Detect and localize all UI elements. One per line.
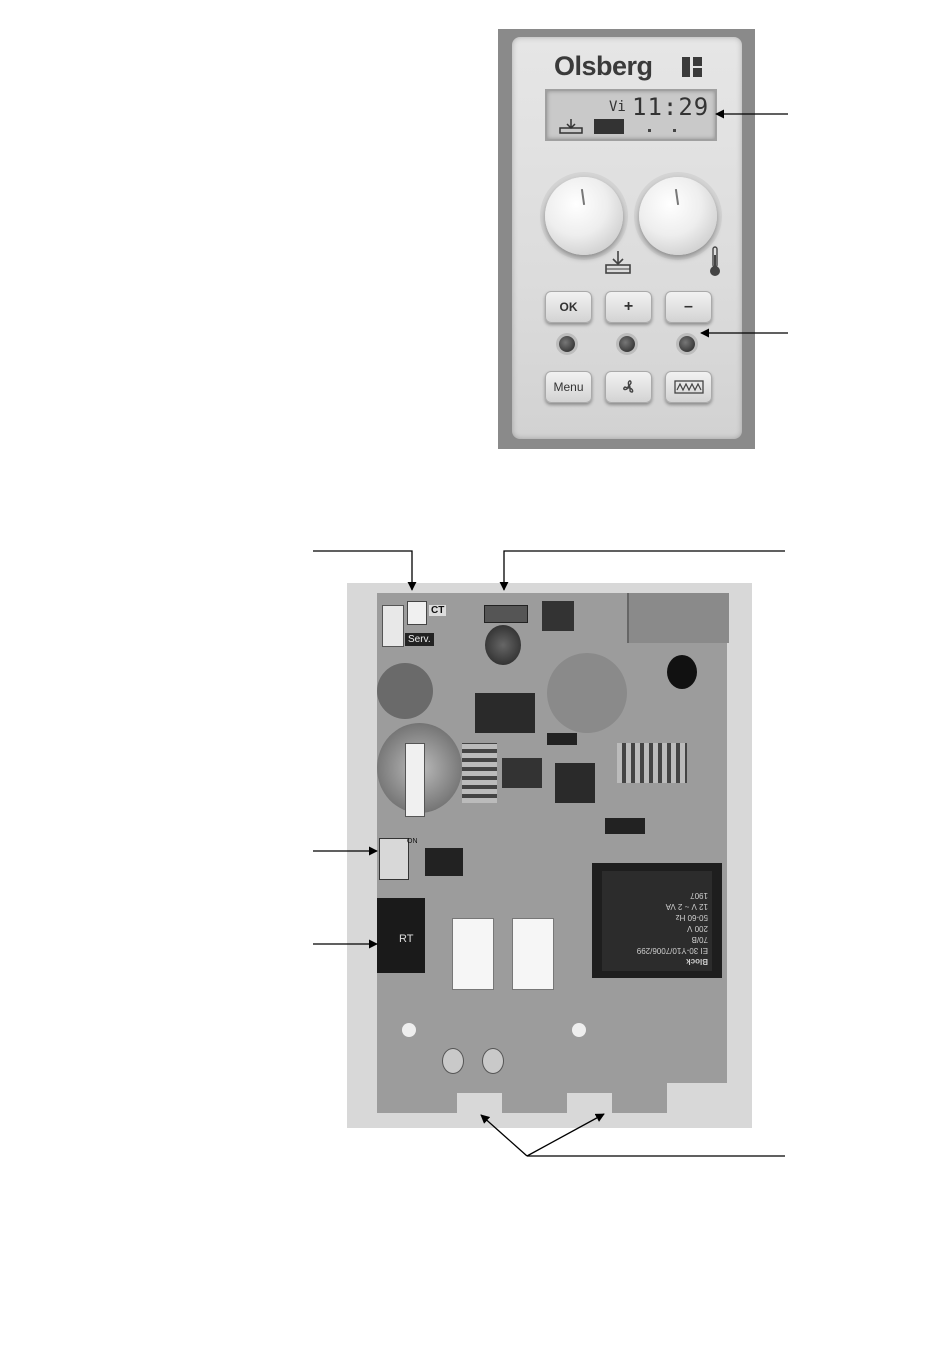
arrow-jumper — [313, 551, 412, 590]
arrow-ribbon-connector — [504, 551, 785, 590]
arrow-notch-right — [527, 1114, 604, 1156]
arrow-notch-left — [481, 1115, 527, 1156]
